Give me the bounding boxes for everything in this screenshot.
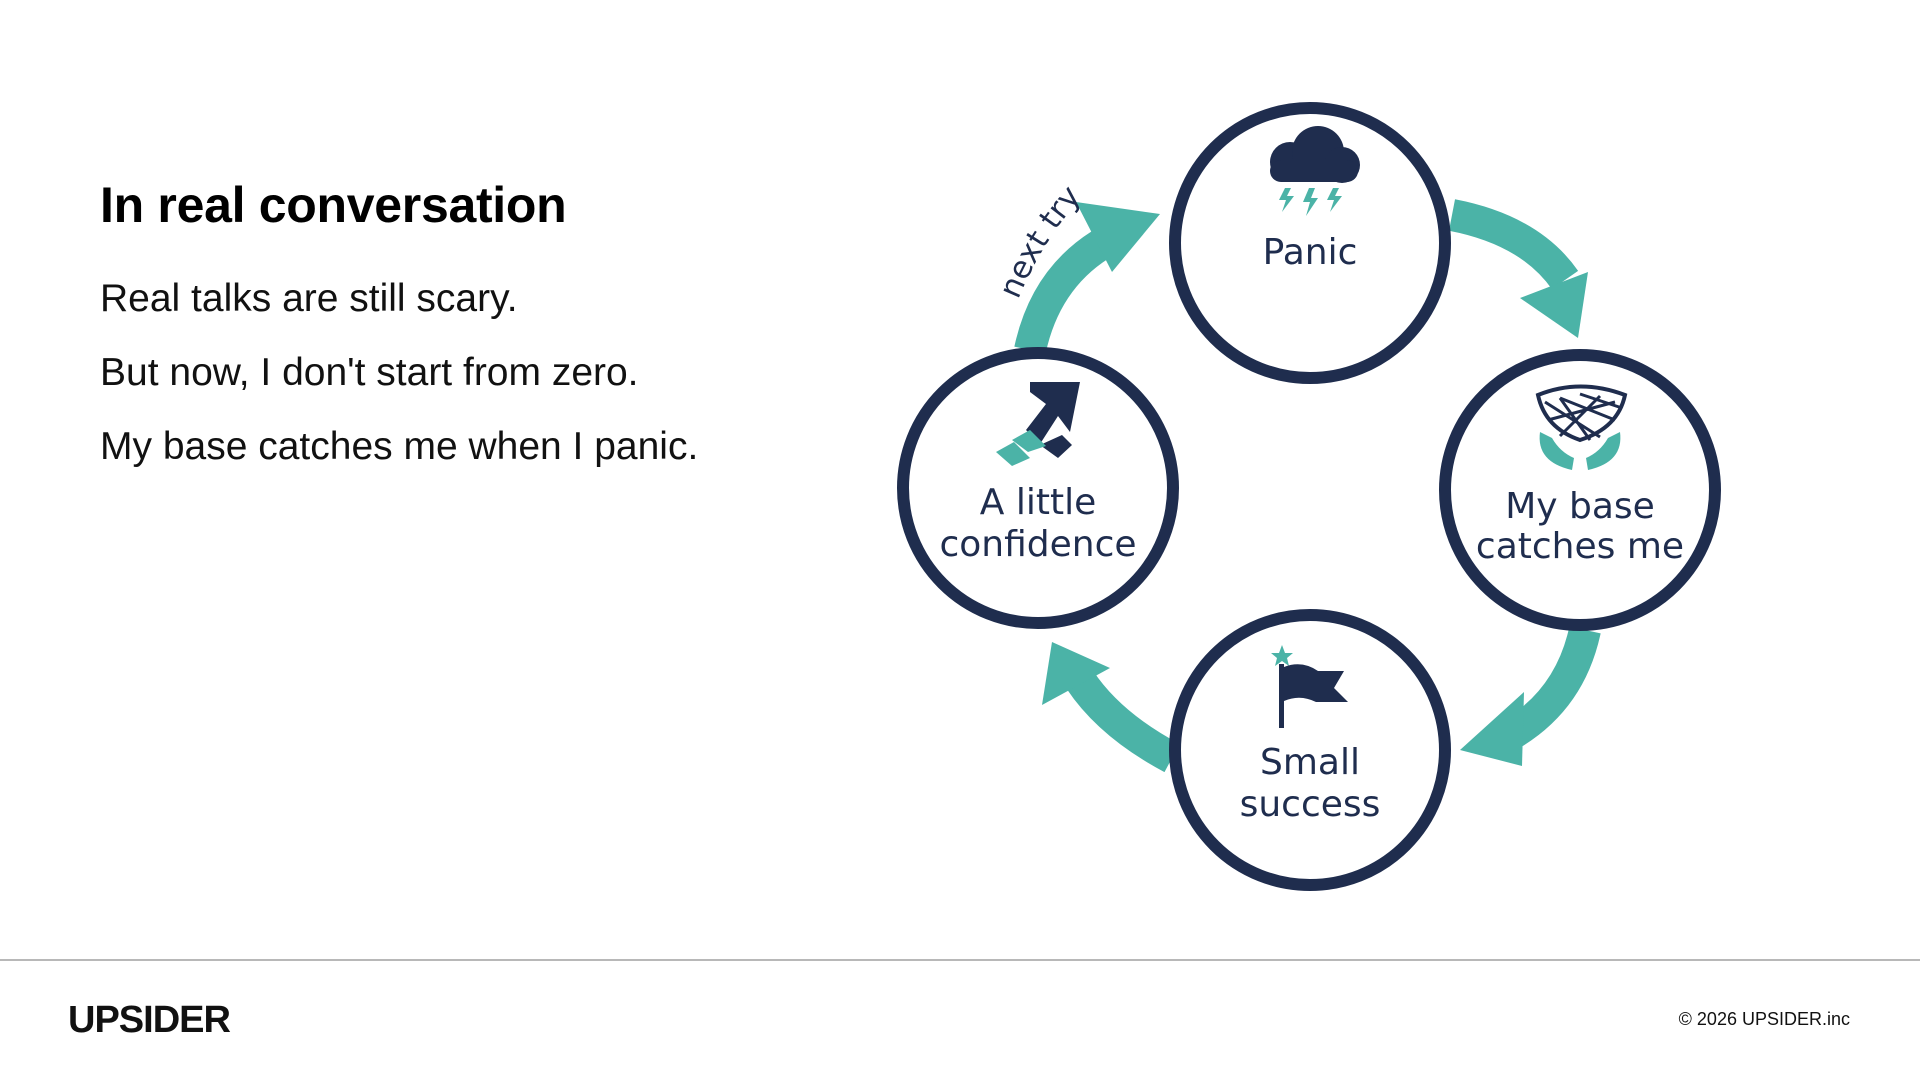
net-and-hands-icon [1535,384,1628,470]
footer-divider [0,959,1920,961]
flag-icon [1271,645,1348,728]
node-panic: Panic [1169,102,1451,384]
body-line: Real talks are still scary. [100,277,518,320]
node-panic-label: Panic [1263,232,1358,273]
copyright-text: © 2026 UPSIDER.inc [1678,1009,1850,1029]
node-confidence-label-line1: A little [980,482,1096,523]
arrow-base-to-success [1460,626,1601,766]
storm-cloud-icon [1270,126,1360,216]
slide-title: In real conversation [100,177,567,233]
arrow-confidence-to-panic [1014,202,1160,354]
body-line: But now, I don't start from zero. [100,351,639,394]
node-success-label-line2: success [1240,784,1381,825]
node-success: Small success [1169,609,1451,891]
body-line: My base catches me when I panic. [100,425,699,468]
arrow-success-to-confidence [1042,642,1180,773]
upsider-logo: UPSIDER [68,999,231,1041]
arrow-panic-to-base [1448,199,1588,338]
cycle-diagram: next try Panic My base catches me [897,102,1721,891]
node-success-label-line1: Small [1260,742,1360,783]
rising-arrow-icon [996,382,1080,466]
node-base-label-line1: My base [1505,486,1655,527]
node-base-label-line2: catches me [1476,526,1684,567]
body-text: Real talks are still scary. But now, I d… [100,275,698,497]
node-confidence-label-line2: confidence [939,524,1136,565]
node-confidence: A little confidence [897,347,1179,629]
node-base: My base catches me [1439,349,1721,631]
